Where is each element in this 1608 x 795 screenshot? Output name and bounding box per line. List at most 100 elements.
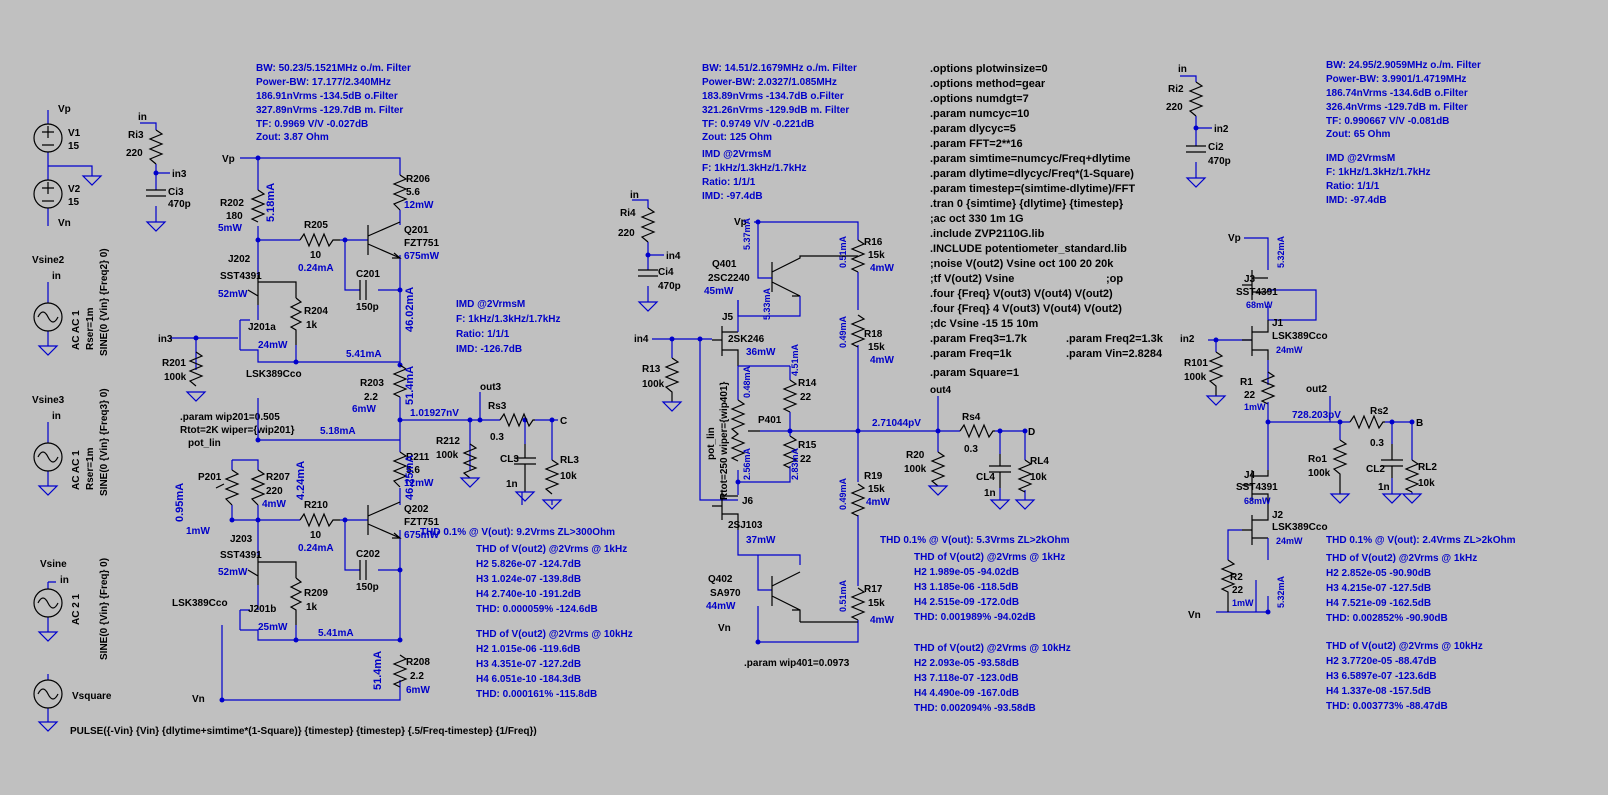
- ri4-resistor[interactable]: [640, 207, 656, 243]
- j203-jfet[interactable]: [247, 555, 297, 585]
- r202-resistor[interactable]: [250, 189, 266, 223]
- r13-resistor[interactable]: [664, 357, 680, 402]
- cl3-capacitor[interactable]: [514, 444, 536, 492]
- cl2-capacitor[interactable]: [1381, 444, 1403, 478]
- p201-potentiometer[interactable]: [215, 469, 240, 506]
- j6-jfet[interactable]: [712, 490, 739, 530]
- rs2-resistor[interactable]: [1349, 414, 1385, 430]
- directive-5[interactable]: .param dlycyc=5: [930, 123, 1016, 135]
- directive-vin[interactable]: .param Vin=2.8284: [1066, 348, 1163, 360]
- q202-transistor[interactable]: [367, 501, 402, 539]
- r208-power: 6mW: [406, 685, 430, 696]
- r206-resistor[interactable]: [392, 174, 408, 211]
- rl2-resistor[interactable]: [1404, 459, 1420, 493]
- mid-imd-title: IMD @2VrmsM: [702, 149, 771, 160]
- j4-jfet[interactable]: [1242, 470, 1269, 510]
- directive-4[interactable]: .param numcyc=10: [930, 108, 1029, 120]
- r1-resistor[interactable]: [1260, 371, 1276, 405]
- r205-resistor[interactable]: [299, 232, 340, 248]
- c201-capacitor[interactable]: [359, 280, 367, 300]
- q202-power: 675mW: [404, 530, 440, 541]
- rs3-resistor[interactable]: [499, 412, 535, 428]
- directive-11[interactable]: ;ac oct 330 1m 1G: [930, 213, 1024, 225]
- r206-label: R206: [406, 174, 430, 185]
- directive-18[interactable]: ;dc Vsine -15 15 10m: [930, 318, 1038, 330]
- directive-10[interactable]: .tran 0 {simtime} {dlytime} {timestep}: [930, 198, 1124, 210]
- r17-resistor[interactable]: [850, 587, 866, 621]
- v2-label: V2: [68, 184, 81, 195]
- j3-jfet[interactable]: [1242, 270, 1268, 300]
- r207-value: 220: [266, 486, 283, 497]
- j2-jfet[interactable]: [1242, 510, 1269, 545]
- r16-current: 0.51mA: [838, 235, 848, 268]
- ro1-resistor[interactable]: [1332, 439, 1348, 494]
- directive-14[interactable]: ;noise V(out2) Vsine oct 100 20 20k: [930, 258, 1114, 270]
- directive-8[interactable]: .param dlytime=dlycyc/Freq*(1-Square): [930, 168, 1134, 180]
- directive-16[interactable]: .four {Freq} V(out3) V(out4) V(out2): [930, 288, 1113, 300]
- right-thd10-h3: H3 6.5897e-07 -123.6dB: [1326, 671, 1437, 682]
- q402-transistor[interactable]: [771, 571, 858, 623]
- r20-resistor[interactable]: [930, 451, 946, 487]
- r202-label: R202: [220, 198, 244, 209]
- j2-power: 24mW: [1276, 536, 1303, 546]
- r201-resistor[interactable]: [188, 351, 204, 387]
- directive-15[interactable]: ;tf V(out2) Vsine ;op: [930, 273, 1123, 285]
- r212-resistor[interactable]: [462, 443, 478, 479]
- r211-resistor[interactable]: [392, 451, 408, 488]
- directive-7[interactable]: .param simtime=numcyc/Freq+dlytime: [930, 153, 1131, 165]
- vsine2-label: Vsine2: [32, 255, 65, 266]
- directive-9[interactable]: .param timestep=(simtime-dlytime)/FFT: [930, 183, 1135, 195]
- r209-resistor[interactable]: [289, 577, 303, 625]
- q401-transistor[interactable]: [771, 255, 858, 297]
- r202-power: 5mW: [218, 223, 242, 234]
- rs4-label: Rs4: [962, 412, 981, 423]
- j1-jfet[interactable]: [1242, 320, 1269, 360]
- r202-value: 180: [226, 211, 243, 222]
- vsine-label: Vsine: [40, 559, 67, 570]
- directive-3[interactable]: .options numdgt=7: [930, 93, 1029, 105]
- directive-freq3[interactable]: .param Freq3=1.7k: [930, 333, 1028, 345]
- r203-resistor[interactable]: [392, 364, 408, 398]
- mid-vn-net: Vn: [718, 623, 731, 634]
- right-amplifier: in Ri2 220 in2 Ci2 470p BW: 24.95/2.9059…: [1166, 60, 1516, 712]
- j202-jfet[interactable]: [247, 275, 297, 305]
- j5-jfet[interactable]: [712, 326, 739, 366]
- directive-6[interactable]: .param FFT=2**16: [930, 138, 1023, 150]
- directive-square[interactable]: .param Square=1: [930, 367, 1019, 379]
- q201-transistor[interactable]: [367, 221, 402, 259]
- r18-resistor[interactable]: [850, 314, 866, 348]
- rl3-resistor[interactable]: [544, 459, 560, 495]
- j5-label: J5: [722, 312, 734, 323]
- r2-resistor[interactable]: [1220, 559, 1236, 612]
- cl4-capacitor[interactable]: [989, 454, 1011, 488]
- r208-resistor[interactable]: [392, 654, 408, 688]
- r207-resistor[interactable]: [250, 469, 266, 506]
- r210-resistor[interactable]: [299, 512, 340, 528]
- directive-12[interactable]: .include ZVP2110G.lib: [930, 228, 1045, 240]
- right-zout: Zout: 65 Ohm: [1326, 129, 1391, 140]
- mid-powerbw: Power-BW: 2.0327/1.085MHz: [702, 77, 837, 88]
- r17-current: 0.51mA: [838, 579, 848, 612]
- c202-label: C202: [356, 549, 380, 560]
- node-c: C: [560, 416, 567, 427]
- directive-freq2[interactable]: .param Freq2=1.3k: [1066, 333, 1164, 345]
- r15-resistor[interactable]: [782, 435, 798, 469]
- rl4-resistor[interactable]: [1017, 459, 1033, 493]
- r101-resistor[interactable]: [1208, 351, 1224, 396]
- directive-13[interactable]: .INCLUDE potentiometer_standard.lib: [930, 243, 1127, 255]
- ri2-resistor[interactable]: [1188, 81, 1204, 117]
- p401-potentiometer[interactable]: [730, 399, 760, 462]
- v2-net-label: Vn: [58, 218, 71, 229]
- r205-value: 10: [310, 250, 322, 261]
- directive-2[interactable]: .options method=gear: [930, 78, 1046, 90]
- r204-resistor[interactable]: [289, 297, 303, 345]
- directive-freq[interactable]: .param Freq=1k: [930, 348, 1013, 360]
- ri3-resistor[interactable]: [148, 129, 164, 165]
- directive-1[interactable]: .options plotwinsize=0: [930, 63, 1048, 75]
- c202-capacitor[interactable]: [359, 560, 367, 580]
- r14-resistor[interactable]: [782, 379, 798, 413]
- r19-resistor[interactable]: [850, 483, 866, 517]
- directive-17[interactable]: .four {Freq} 4 V(out3) V(out4) V(out2): [930, 303, 1122, 315]
- rs4-resistor[interactable]: [959, 423, 995, 439]
